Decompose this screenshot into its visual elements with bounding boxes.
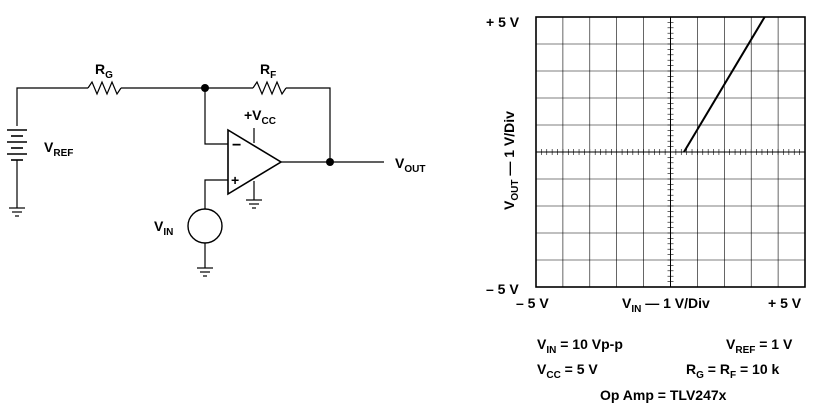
test-conditions: VIN = 10 Vp-p VREF = 1 V VCC = 5 V RG = …: [537, 336, 793, 403]
x-left-label: – 5 V: [516, 295, 549, 311]
y-axis-label: VOUT — 1 V/Div: [501, 111, 521, 210]
condition-rg-rf: RG = RF = 10 k: [686, 361, 780, 381]
circuit-schematic: RG RF +VCC VREF VOUT VIN − +: [7, 61, 425, 277]
ground-icon: [246, 199, 262, 209]
chart: + 5 V – 5 V – 5 V + 5 V VIN — 1 V/Div VO…: [486, 14, 806, 315]
label-vcc: +VCC: [244, 107, 276, 127]
label-vin: VIN: [154, 218, 173, 238]
chart-frame: [535, 16, 806, 288]
battery-icon: [7, 129, 27, 161]
condition-vcc: VCC = 5 V: [537, 361, 598, 381]
y-top-label: + 5 V: [486, 14, 520, 30]
label-rg: RG: [95, 61, 113, 81]
condition-vref: VREF = 1 V: [726, 336, 793, 356]
label-vout: VOUT: [395, 155, 425, 175]
wire-rf-out: [286, 87, 331, 162]
vin-source-icon: [187, 208, 223, 244]
opamp-symbol: [227, 128, 283, 196]
x-right-label: + 5 V: [768, 295, 802, 311]
y-bottom-label: – 5 V: [486, 281, 519, 297]
label-plus: +: [231, 172, 239, 188]
junction-node-top: [201, 84, 209, 92]
ground-icon: [197, 267, 213, 277]
x-axis-label: VIN — 1 V/Div: [622, 295, 710, 315]
resistor-rf: [252, 80, 287, 96]
wire-vref-rg: [16, 87, 88, 126]
wire-node-minus: [204, 88, 228, 145]
chart-series: [683, 16, 766, 153]
chart-center-ticks: [535, 16, 806, 288]
condition-vin: VIN = 10 Vp-p: [537, 336, 623, 356]
series-line-0: [683, 16, 766, 153]
label-vref: VREF: [44, 139, 73, 159]
resistor-rg: [87, 80, 122, 96]
label-minus: −: [232, 137, 241, 154]
label-rf: RF: [260, 61, 276, 81]
condition-opamp: Op Amp = TLV247x: [600, 387, 727, 403]
junction-node-out: [326, 158, 334, 166]
ground-icon: [9, 207, 25, 217]
wire-plus-vin: [204, 179, 228, 209]
